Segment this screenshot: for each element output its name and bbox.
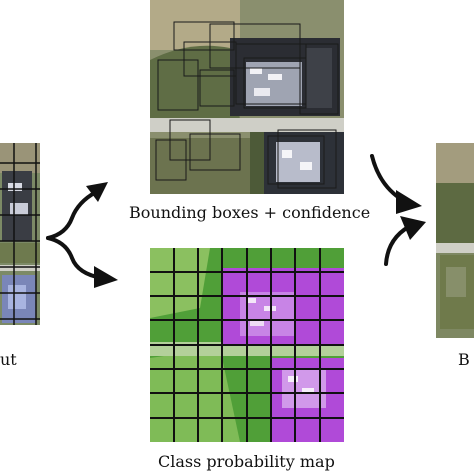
bounding-boxes-caption: Bounding boxes + confidence	[129, 203, 371, 222]
input-grid-overlay	[0, 143, 40, 325]
input-aerial-image	[0, 143, 40, 325]
class-probability-map-panel	[150, 248, 344, 442]
output-image-panel	[436, 143, 474, 338]
class-probability-map-image	[150, 248, 344, 442]
bounding-boxes-overlay	[155, 21, 339, 189]
input-image-panel	[0, 143, 40, 325]
bounding-boxes-image-panel	[150, 0, 344, 194]
output-aerial-image	[436, 143, 474, 338]
class-grid-overlay	[150, 248, 344, 442]
class-probability-caption: Class probability map	[158, 452, 335, 471]
bounding-boxes-aerial-image	[150, 0, 344, 194]
output-caption: B	[458, 350, 470, 369]
input-caption: ut	[0, 350, 17, 369]
arrow-merge-icon	[370, 154, 426, 266]
arrow-split-icon	[46, 182, 118, 288]
